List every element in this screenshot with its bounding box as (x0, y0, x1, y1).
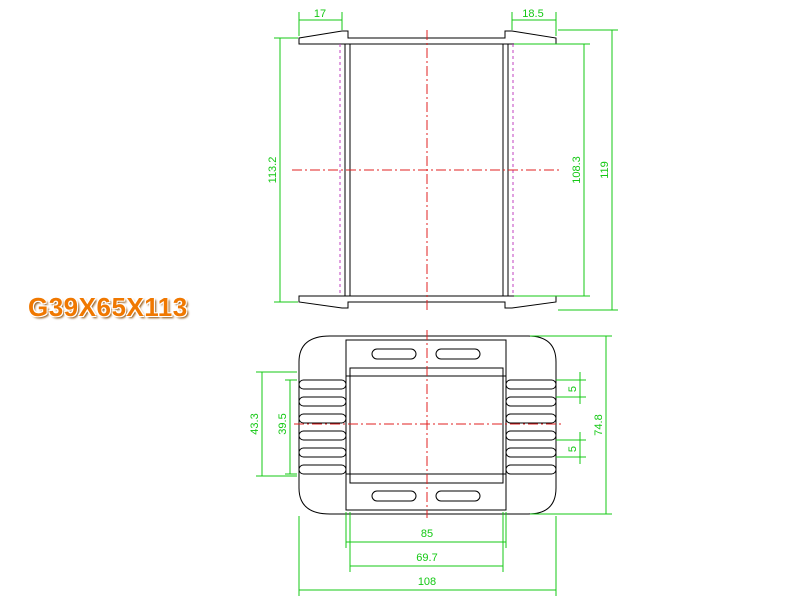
pin-fingers-left (298, 379, 347, 475)
dim-core-width: 85 (421, 528, 433, 540)
top-view: 17 18.5 113.2 108.3 119 (267, 8, 618, 312)
bottom-view: 5 5 74.8 43.3 39.5 85 69.7 108 (249, 330, 612, 596)
dim-slot-width-lower: 5 (567, 446, 579, 452)
dim-slot-width-upper: 5 (567, 386, 579, 392)
slot-bottom-left (371, 490, 417, 502)
dim-pin-span-inner: 39.5 (277, 413, 289, 434)
top-flange (298, 30, 557, 45)
slot-top-right (435, 348, 481, 360)
pin-fingers-right (505, 379, 557, 475)
dim-inner-height: 113.2 (267, 157, 279, 184)
dim-overall-width: 108 (418, 576, 436, 588)
dim-window-width: 69.7 (416, 552, 437, 564)
dim-overall-height: 119 (599, 161, 611, 179)
model-title: G39X65X113 (28, 292, 188, 322)
flange-plate-outline (298, 335, 557, 515)
dim-flange-right: 18.5 (522, 8, 543, 20)
dim-flange-left: 17 (314, 8, 326, 20)
core-body (345, 339, 507, 511)
bottom-flange (298, 295, 557, 309)
slot-top-left (371, 348, 417, 360)
dim-core-height: 108.3 (571, 156, 583, 184)
dim-pin-span-outer: 43.3 (249, 413, 261, 434)
dim-overall-depth: 74.8 (593, 414, 605, 435)
slot-bottom-right (435, 490, 481, 502)
